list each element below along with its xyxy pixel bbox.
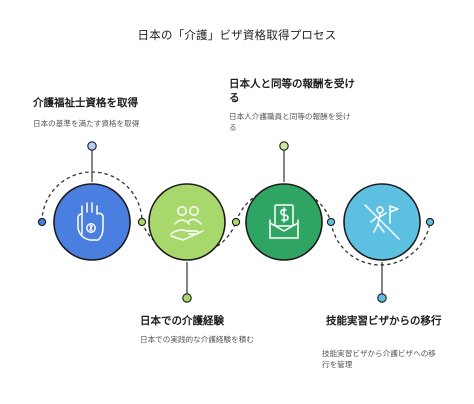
page-title: 日本の「介護」ビザ資格取得プロセス bbox=[137, 28, 337, 42]
climber-flag-icon bbox=[364, 204, 400, 240]
leader-node-3 bbox=[279, 141, 289, 151]
people-in-hand-icon bbox=[170, 206, 204, 241]
dollar-envelope-icon bbox=[269, 204, 299, 239]
leader-node-1 bbox=[87, 141, 97, 151]
step-1-description: 日本の基準を満たす資格を取得 bbox=[33, 119, 140, 128]
edge-node-1-2 bbox=[137, 217, 147, 227]
connector-arc-4 bbox=[330, 221, 431, 266]
edge-node-2-3 bbox=[231, 217, 241, 227]
edge-node-right bbox=[425, 217, 435, 227]
step-2-description: 日本での実践的な介護経験を積む bbox=[140, 335, 254, 344]
step-1-title: 介護福祉士資格を取得 bbox=[33, 97, 138, 109]
step-4-title: 技能実習ビザからの移行 bbox=[326, 315, 442, 327]
step-2-title: 日本での介護経験 bbox=[140, 315, 224, 327]
step-circle-1 bbox=[53, 183, 131, 261]
step-3-title: 日本人と同等の報酬を受ける bbox=[229, 78, 355, 104]
step-4-description: 技能実習ビザから介護ビザへの移行を管理 bbox=[322, 349, 436, 369]
hand-holding-coin-icon bbox=[77, 202, 104, 241]
leader-node-4 bbox=[377, 293, 387, 303]
step-3-description: 日本人介護職員と同等の報酬を受ける bbox=[229, 112, 351, 132]
leader-node-2 bbox=[182, 293, 192, 303]
edge-node-left bbox=[37, 217, 47, 227]
edge-node-3-4 bbox=[326, 217, 336, 227]
